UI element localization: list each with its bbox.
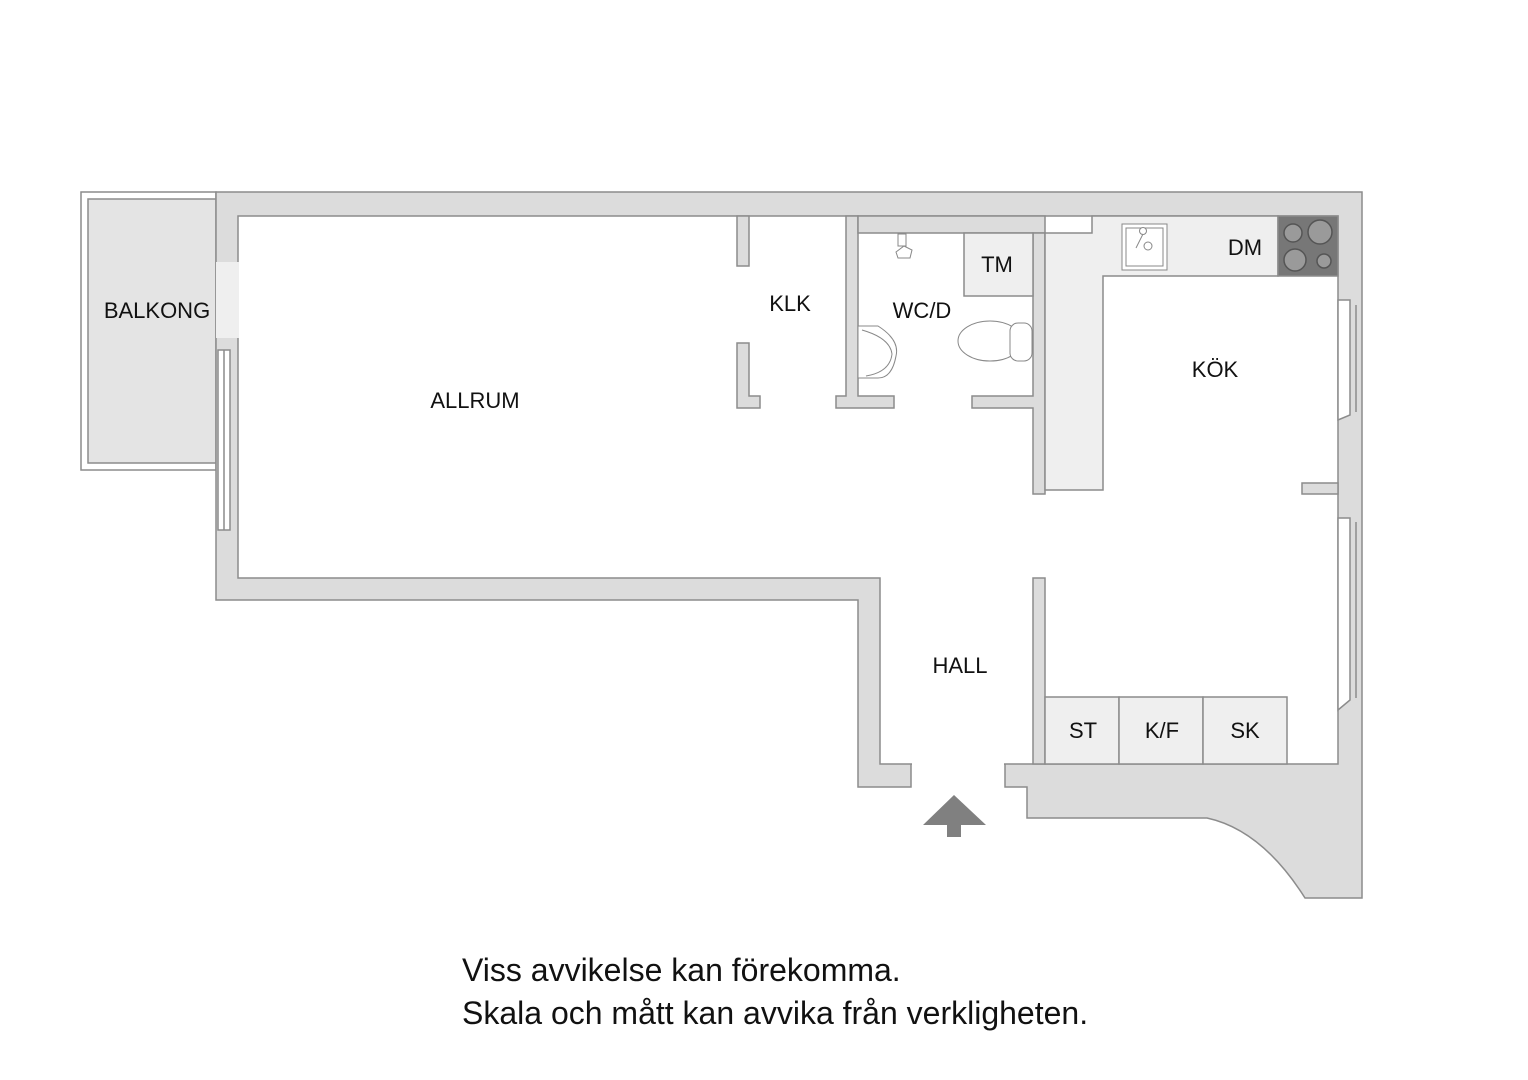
wall-klk-2 <box>736 342 761 409</box>
balcony-door-opening <box>216 262 239 338</box>
label-st: ST <box>1069 718 1097 743</box>
wall-hall-right <box>1032 577 1046 765</box>
cabinet-kf <box>1118 696 1204 765</box>
disclaimer-line-1: Viss avvikelse kan förekomma. <box>462 952 901 988</box>
sink-icon <box>1121 223 1168 271</box>
disclaimer-line-2: Skala och mått kan avvika från verklighe… <box>462 995 1089 1031</box>
room-label-wcd: WC/D <box>893 298 952 323</box>
wall-kitchen-stub <box>1301 482 1339 495</box>
label-sk: SK <box>1230 718 1260 743</box>
cabinet-sk <box>1202 696 1288 765</box>
label-dm: DM <box>1228 235 1262 260</box>
room-label-kok: KÖK <box>1192 357 1239 382</box>
toilet-icon <box>957 320 1033 362</box>
room-label-allrum: ALLRUM <box>430 388 519 413</box>
window-kitchen-2 <box>1337 517 1351 712</box>
window-kitchen-1 <box>1337 299 1351 422</box>
wall-wc-left <box>835 215 895 409</box>
tm-box <box>963 232 1034 297</box>
label-tm: TM <box>981 252 1013 277</box>
stove-burners-icon <box>1283 219 1333 272</box>
balcony-floor <box>87 198 217 464</box>
label-kf: K/F <box>1145 718 1179 743</box>
room-label-klk: KLK <box>769 291 811 316</box>
entrance-arrow-icon <box>923 795 986 837</box>
room-label-hall: HALL <box>932 653 987 678</box>
wall-wc-top <box>857 215 1046 234</box>
cabinet-st <box>1044 696 1120 765</box>
wall-klk-1 <box>736 215 750 267</box>
shower-icon <box>895 233 913 259</box>
entrance-door-gap <box>912 763 1004 789</box>
washbasin-icon <box>857 325 898 379</box>
room-label-balkong: BALKONG <box>104 298 210 323</box>
